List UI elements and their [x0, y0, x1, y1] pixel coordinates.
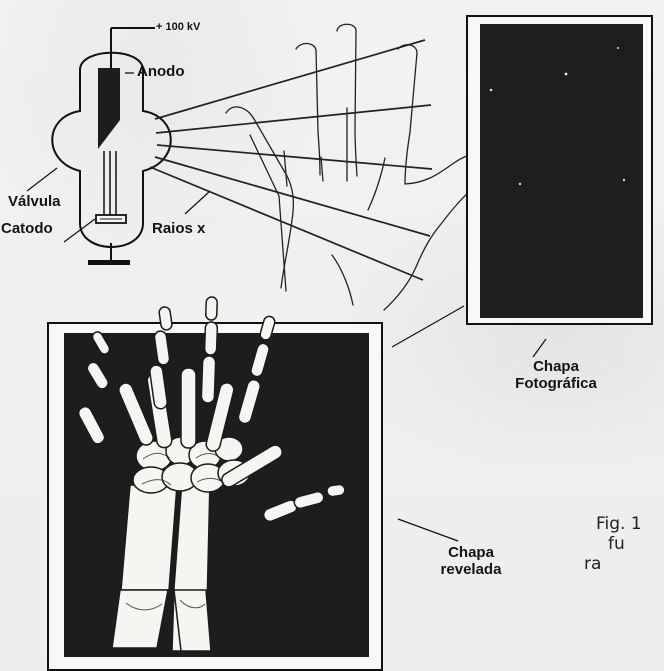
cathode-base: [88, 260, 130, 265]
cathode-label: Catodo: [1, 221, 53, 238]
x-rays-label: Raios x: [152, 221, 205, 238]
voltage-label: + 100 kV: [156, 21, 200, 33]
photographic-plate-label-line-1: Chapa: [514, 359, 598, 376]
valve-label: Válvula: [8, 194, 61, 211]
figure-caption: Fig. 1 fu ra: [596, 514, 642, 574]
x-ray-beams: [150, 40, 432, 280]
photographic-plate-label-line-2: Fotográfica: [514, 376, 598, 393]
photographic-plate-label: Chapa Fotográfica: [514, 359, 598, 392]
developed-plate-label-line-2: revelada: [435, 562, 507, 579]
anode-plate: [98, 68, 120, 149]
anode-label: Anodo: [137, 64, 184, 81]
developed-plate-label: Chapa revelada: [435, 545, 507, 578]
figure-caption-line-3: ra: [584, 554, 642, 574]
photographic-plate: [467, 16, 652, 324]
figure-caption-line-1: Fig. 1: [596, 514, 642, 534]
developed-plate-label-line-1: Chapa: [435, 545, 507, 562]
hand-outline: [226, 24, 491, 310]
figure-caption-line-2: fu: [596, 534, 642, 554]
